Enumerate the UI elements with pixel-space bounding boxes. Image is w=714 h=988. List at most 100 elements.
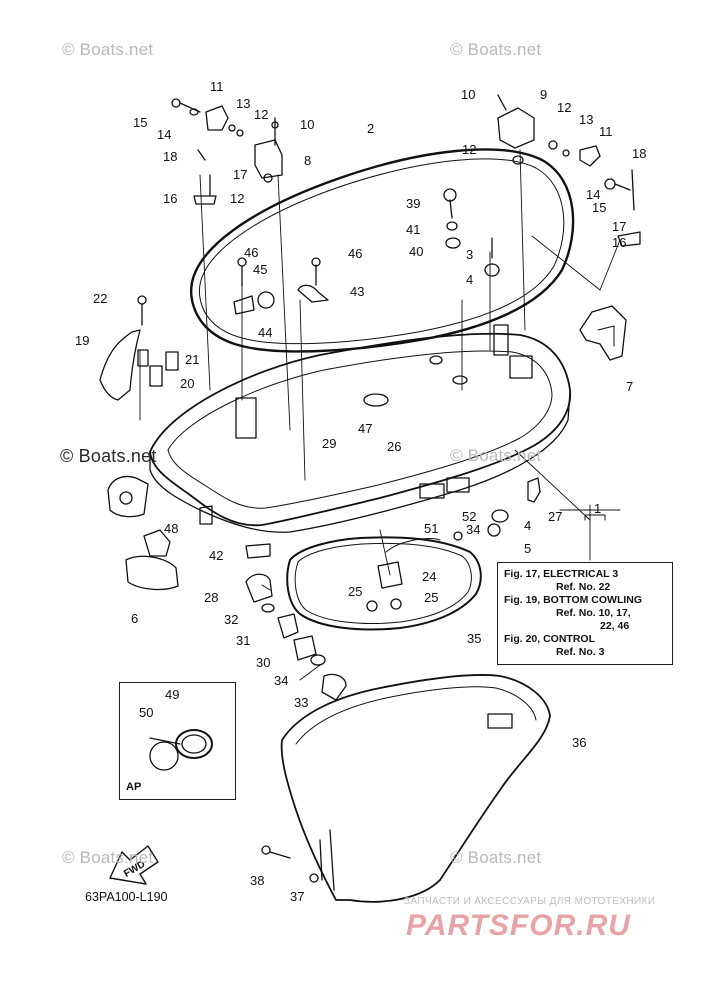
callout-4: 4 bbox=[466, 272, 474, 287]
callout-18: 18 bbox=[163, 149, 178, 164]
callout-13: 13 bbox=[579, 112, 594, 127]
callout-25: 25 bbox=[348, 584, 363, 599]
callout-8: 8 bbox=[304, 153, 312, 168]
brand-tagline: ЗАПЧАСТИ И АКСЕССУАРЫ ДЛЯ МОТОТЕХНИКИ bbox=[404, 896, 656, 907]
left-bracket-assembly bbox=[171, 98, 283, 205]
callout-12: 12 bbox=[462, 142, 477, 157]
callout-10: 10 bbox=[461, 87, 476, 102]
ap-clamp-parts-49-50 bbox=[149, 729, 213, 771]
callout-45: 45 bbox=[253, 262, 268, 277]
callout-36: 36 bbox=[572, 735, 587, 750]
right-bracket-assembly bbox=[443, 94, 641, 277]
callout-41: 41 bbox=[406, 222, 421, 237]
callout-49: 49 bbox=[165, 687, 180, 702]
callout-9: 9 bbox=[540, 87, 548, 102]
callout-2: 2 bbox=[367, 121, 375, 136]
callout-18: 18 bbox=[632, 146, 647, 161]
lower-cowling-part-36 bbox=[280, 674, 551, 903]
ref-number-line: Ref. No. 3 bbox=[556, 646, 605, 658]
callout-10: 10 bbox=[300, 117, 315, 132]
callout-43: 43 bbox=[350, 284, 365, 299]
callout-34: 34 bbox=[274, 673, 289, 688]
callout-6: 6 bbox=[131, 611, 139, 626]
callout-28: 28 bbox=[204, 590, 219, 605]
callout-15: 15 bbox=[133, 115, 148, 130]
callout-22: 22 bbox=[93, 291, 108, 306]
gasket-part-35 bbox=[286, 536, 482, 631]
callout-16: 16 bbox=[612, 235, 627, 250]
callout-38: 38 bbox=[250, 873, 265, 888]
ref-number-line: Ref. No. 10, 17, bbox=[556, 607, 631, 619]
seal-ring-part-2 bbox=[189, 148, 575, 353]
callout-17: 17 bbox=[612, 219, 627, 234]
callout-16: 16 bbox=[163, 191, 178, 206]
callout-4: 4 bbox=[524, 518, 532, 533]
callout-15: 15 bbox=[592, 200, 607, 215]
callout-26: 26 bbox=[387, 439, 402, 454]
ap-box-label: AP bbox=[126, 781, 142, 793]
middle-small-parts bbox=[233, 257, 329, 315]
watermark-mid-left: © Boats.net bbox=[60, 446, 157, 466]
callout-32: 32 bbox=[224, 612, 239, 627]
callout-30: 30 bbox=[256, 655, 271, 670]
callout-11: 11 bbox=[599, 124, 613, 139]
bottom-cowling-tray bbox=[149, 324, 572, 533]
brand-logo: PARTSFOR.RU bbox=[406, 909, 631, 942]
watermark-mid-right: © Boats.net bbox=[450, 446, 542, 465]
callout-12: 12 bbox=[254, 107, 269, 122]
callout-12: 12 bbox=[230, 191, 245, 206]
watermark-top-right: © Boats.net bbox=[450, 40, 542, 59]
screws-37-38 bbox=[261, 845, 319, 883]
callout-48: 48 bbox=[164, 521, 179, 536]
ref-number-line: Ref. No. 22 bbox=[556, 581, 611, 593]
callout-27: 27 bbox=[548, 509, 563, 524]
callout-31: 31 bbox=[236, 633, 251, 648]
callout-1: 1 bbox=[594, 501, 602, 516]
callout-42: 42 bbox=[209, 548, 224, 563]
callout-29: 29 bbox=[322, 436, 337, 451]
part-7-handle bbox=[579, 305, 627, 361]
callout-20: 20 bbox=[180, 376, 195, 391]
callout-11: 11 bbox=[210, 79, 224, 94]
callout-35: 35 bbox=[467, 631, 482, 646]
callout-51: 51 bbox=[424, 521, 439, 536]
ap-box: AP bbox=[119, 682, 236, 800]
ref-bracket bbox=[584, 514, 606, 521]
ref-number-line: 22, 46 bbox=[600, 620, 630, 632]
callout-24: 24 bbox=[422, 569, 437, 584]
callout-46: 46 bbox=[348, 246, 363, 261]
ref-fig-line: Fig. 19, BOTTOM COWLING bbox=[504, 594, 643, 606]
left-lower-parts bbox=[107, 475, 271, 591]
ref-fig-line: Fig. 17, ELECTRICAL 3 bbox=[504, 568, 619, 580]
diagram-code: 63PA100-L190 bbox=[85, 890, 168, 904]
callout-3: 3 bbox=[466, 247, 474, 262]
callout-19: 19 bbox=[75, 333, 90, 348]
callout-33: 33 bbox=[294, 695, 309, 710]
left-side-parts bbox=[99, 295, 179, 401]
watermark-top-left: © Boats.net bbox=[62, 40, 154, 59]
callout-12: 12 bbox=[557, 100, 572, 115]
callout-7: 7 bbox=[626, 379, 634, 394]
callout-47: 47 bbox=[358, 421, 373, 436]
callout-5: 5 bbox=[524, 541, 532, 556]
leader-lines bbox=[139, 149, 621, 681]
fitting-parts-28-34 bbox=[245, 509, 509, 701]
callout-50: 50 bbox=[139, 705, 154, 720]
callout-34: 34 bbox=[466, 522, 481, 537]
callout-44: 44 bbox=[258, 325, 273, 340]
callout-40: 40 bbox=[409, 244, 424, 259]
callout-39: 39 bbox=[406, 196, 421, 211]
callout-52: 52 bbox=[462, 509, 477, 524]
grommet-parts-24-25 bbox=[366, 538, 441, 612]
part-27 bbox=[527, 477, 541, 503]
callout-14: 14 bbox=[157, 127, 172, 142]
callout-14: 14 bbox=[586, 187, 601, 202]
ref-fig-line: Fig. 20, CONTROL bbox=[504, 633, 596, 645]
callout-13: 13 bbox=[236, 96, 251, 111]
callout-46: 46 bbox=[244, 245, 259, 260]
callout-17: 17 bbox=[233, 167, 248, 182]
callout-25: 25 bbox=[424, 590, 439, 605]
watermark-bottom-left: © Boats.net bbox=[62, 848, 154, 867]
